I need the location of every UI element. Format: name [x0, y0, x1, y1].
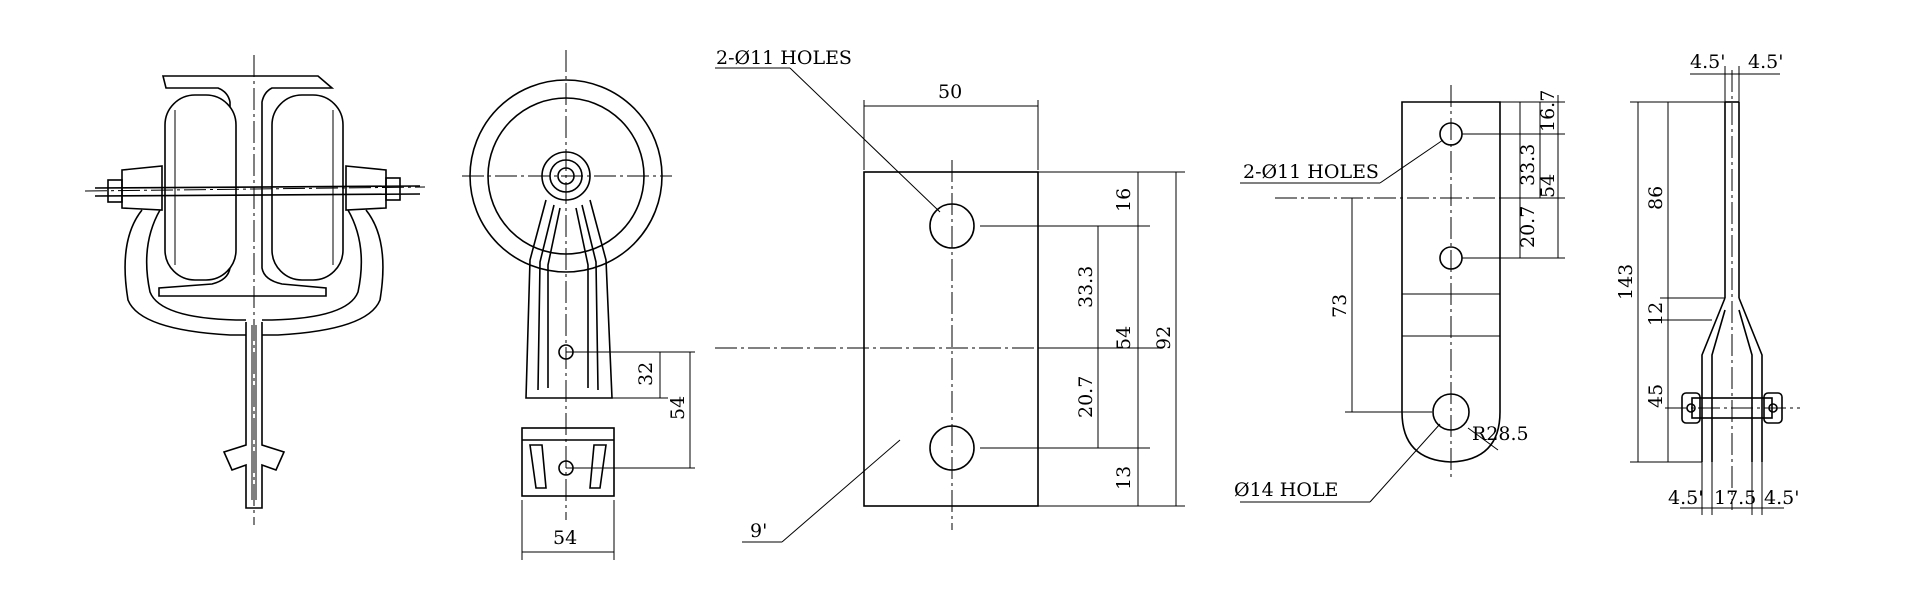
dim-plate-92: 92	[1153, 326, 1175, 350]
dim-side-54: 54	[1537, 174, 1559, 198]
dim-plate-54: 54	[1113, 326, 1135, 350]
dim-view2-32: 32	[635, 362, 657, 386]
dim-plate-20-7: 20.7	[1075, 376, 1097, 418]
dim-plate-50: 50	[938, 81, 962, 103]
side-bar-view: 2-Ø11 HOLES Ø14 HOLE R28.5 16.7 33.3 54 …	[1234, 85, 1565, 503]
dim-fork-86: 86	[1645, 186, 1667, 210]
plate-view: 2-Ø11 HOLES 9' 50 16 33.3 20.7 13 54 92	[715, 47, 1185, 543]
label-holes-2x11-plate: 2-Ø11 HOLES	[716, 47, 852, 69]
dim-view2-54-vertical: 54	[667, 396, 689, 420]
dim-fork-143: 143	[1615, 264, 1637, 300]
label-radius: R28.5	[1472, 423, 1529, 445]
label-hole-14: Ø14 HOLE	[1234, 479, 1338, 501]
dim-plate-33-3: 33.3	[1075, 266, 1097, 308]
dim-side-16-7: 16.7	[1537, 90, 1559, 132]
dim-fork-12: 12	[1645, 302, 1667, 326]
dim-fork-4-5-bottom-left: 4.5'	[1668, 487, 1703, 509]
wheel-side-view: 32 54 54	[462, 50, 695, 560]
dim-fork-45: 45	[1645, 384, 1667, 408]
trolley-front-view	[84, 55, 426, 525]
label-holes-2x11-bar: 2-Ø11 HOLES	[1243, 161, 1379, 183]
dim-plate-13: 13	[1113, 466, 1135, 490]
dim-side-20-7: 20.7	[1517, 206, 1539, 248]
fork-view: 4.5' 4.5' 86 143 12 45 4.5' 17.5 4.5'	[1615, 51, 1800, 515]
dim-fork-4-5-top-right: 4.5'	[1748, 51, 1783, 73]
dim-side-73: 73	[1329, 294, 1351, 318]
label-angle: 9'	[750, 520, 767, 542]
dim-plate-16: 16	[1113, 188, 1135, 212]
dim-side-33-3: 33.3	[1517, 144, 1539, 186]
dim-fork-17-5: 17.5	[1714, 487, 1756, 509]
dim-fork-4-5-top-left: 4.5'	[1690, 51, 1725, 73]
dim-view2-54-horizontal: 54	[553, 527, 577, 549]
dim-fork-4-5-bottom-right: 4.5'	[1764, 487, 1799, 509]
